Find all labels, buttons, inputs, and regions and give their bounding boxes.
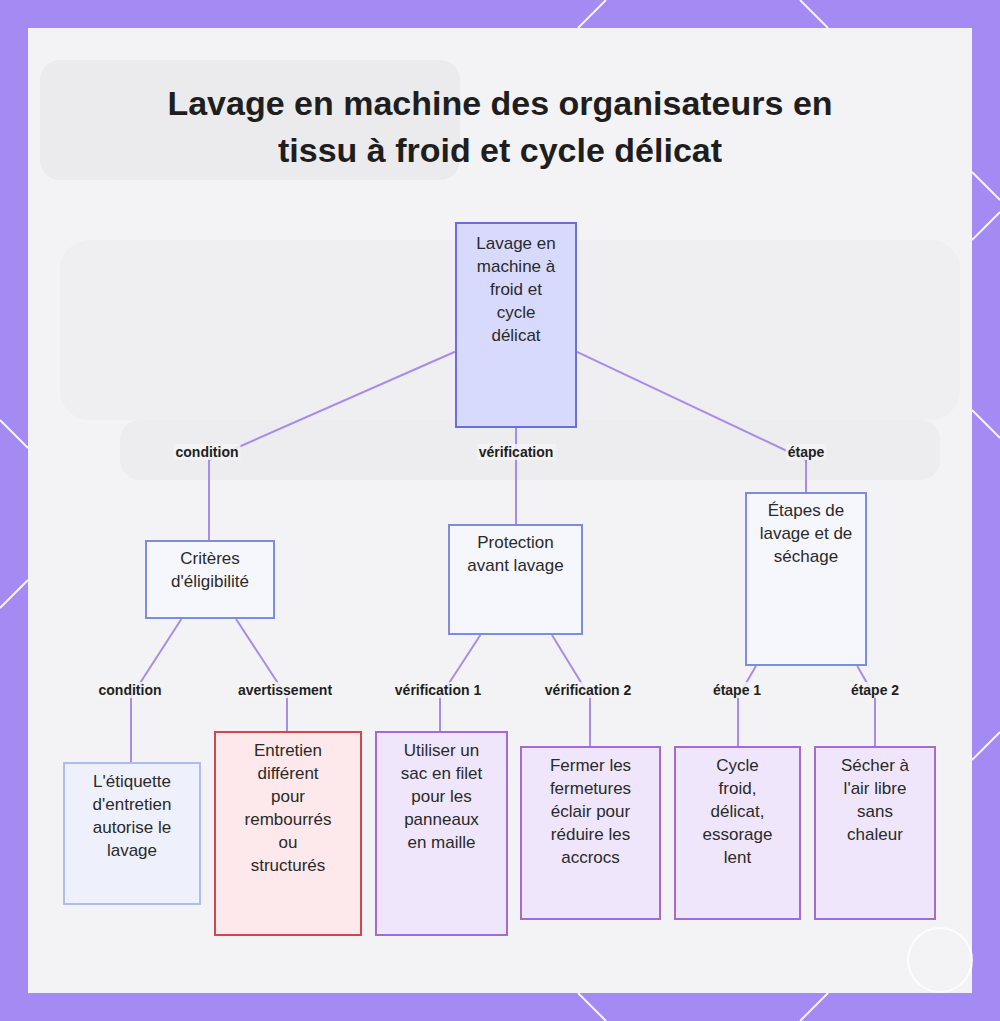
connector-line [738,666,756,746]
root-box: Lavage en machine à froid et cycle délic… [455,222,577,428]
node-text: Utiliser un sac en filet pour les pannea… [397,739,486,854]
faded-photo [120,420,940,480]
node-text: Critères d'éligibilité [157,547,263,593]
edge-label: avertissement [236,682,334,698]
node-text: Fermer les fermetures éclair pour réduir… [536,754,645,869]
node-text: L'étiquette d'entretien autorise le lava… [89,770,175,862]
node-text: Étapes de lavage et de séchage [759,499,853,568]
category-box: Protection avant lavage [448,524,583,635]
step-box: Cycle froid, délicat, essorage lent [674,746,801,920]
step-box: Sécher à l'air libre sans chaleur [814,746,936,920]
info-box: L'étiquette d'entretien autorise le lava… [63,762,201,905]
edge-label: étape 2 [849,682,901,698]
connector-line [577,352,806,492]
warning-box: Entretien différent pour rembourrés ou s… [214,731,362,936]
edge-label: étape 1 [711,682,763,698]
node-text: Protection avant lavage [466,531,565,577]
node-text: Cycle froid, délicat, essorage lent [698,754,777,869]
edge-label: vérification [477,444,556,460]
node-text: Sécher à l'air libre sans chaleur [834,754,916,846]
connector-line [209,352,455,540]
logo-mark [908,928,972,992]
connector-line [236,619,287,731]
connector-line [515,428,517,524]
edge-label: étape [786,444,827,460]
node-text: Entretien différent pour rembourrés ou s… [240,739,336,877]
edge-label: vérification 2 [543,682,633,698]
edge-label: condition [97,682,164,698]
diagram-title: Lavage en machine des organisateurs en t… [140,80,860,174]
edge-label: vérification 1 [393,682,483,698]
edge-label: condition [174,444,241,460]
category-box: Critères d'éligibilité [145,540,275,619]
check-box: Utiliser un sac en filet pour les pannea… [375,731,508,936]
check-box: Fermer les fermetures éclair pour réduir… [520,746,661,920]
connector-line [857,666,875,746]
category-box: Étapes de lavage et de séchage [745,492,867,666]
node-text: Lavage en machine à froid et cycle délic… [475,232,557,347]
